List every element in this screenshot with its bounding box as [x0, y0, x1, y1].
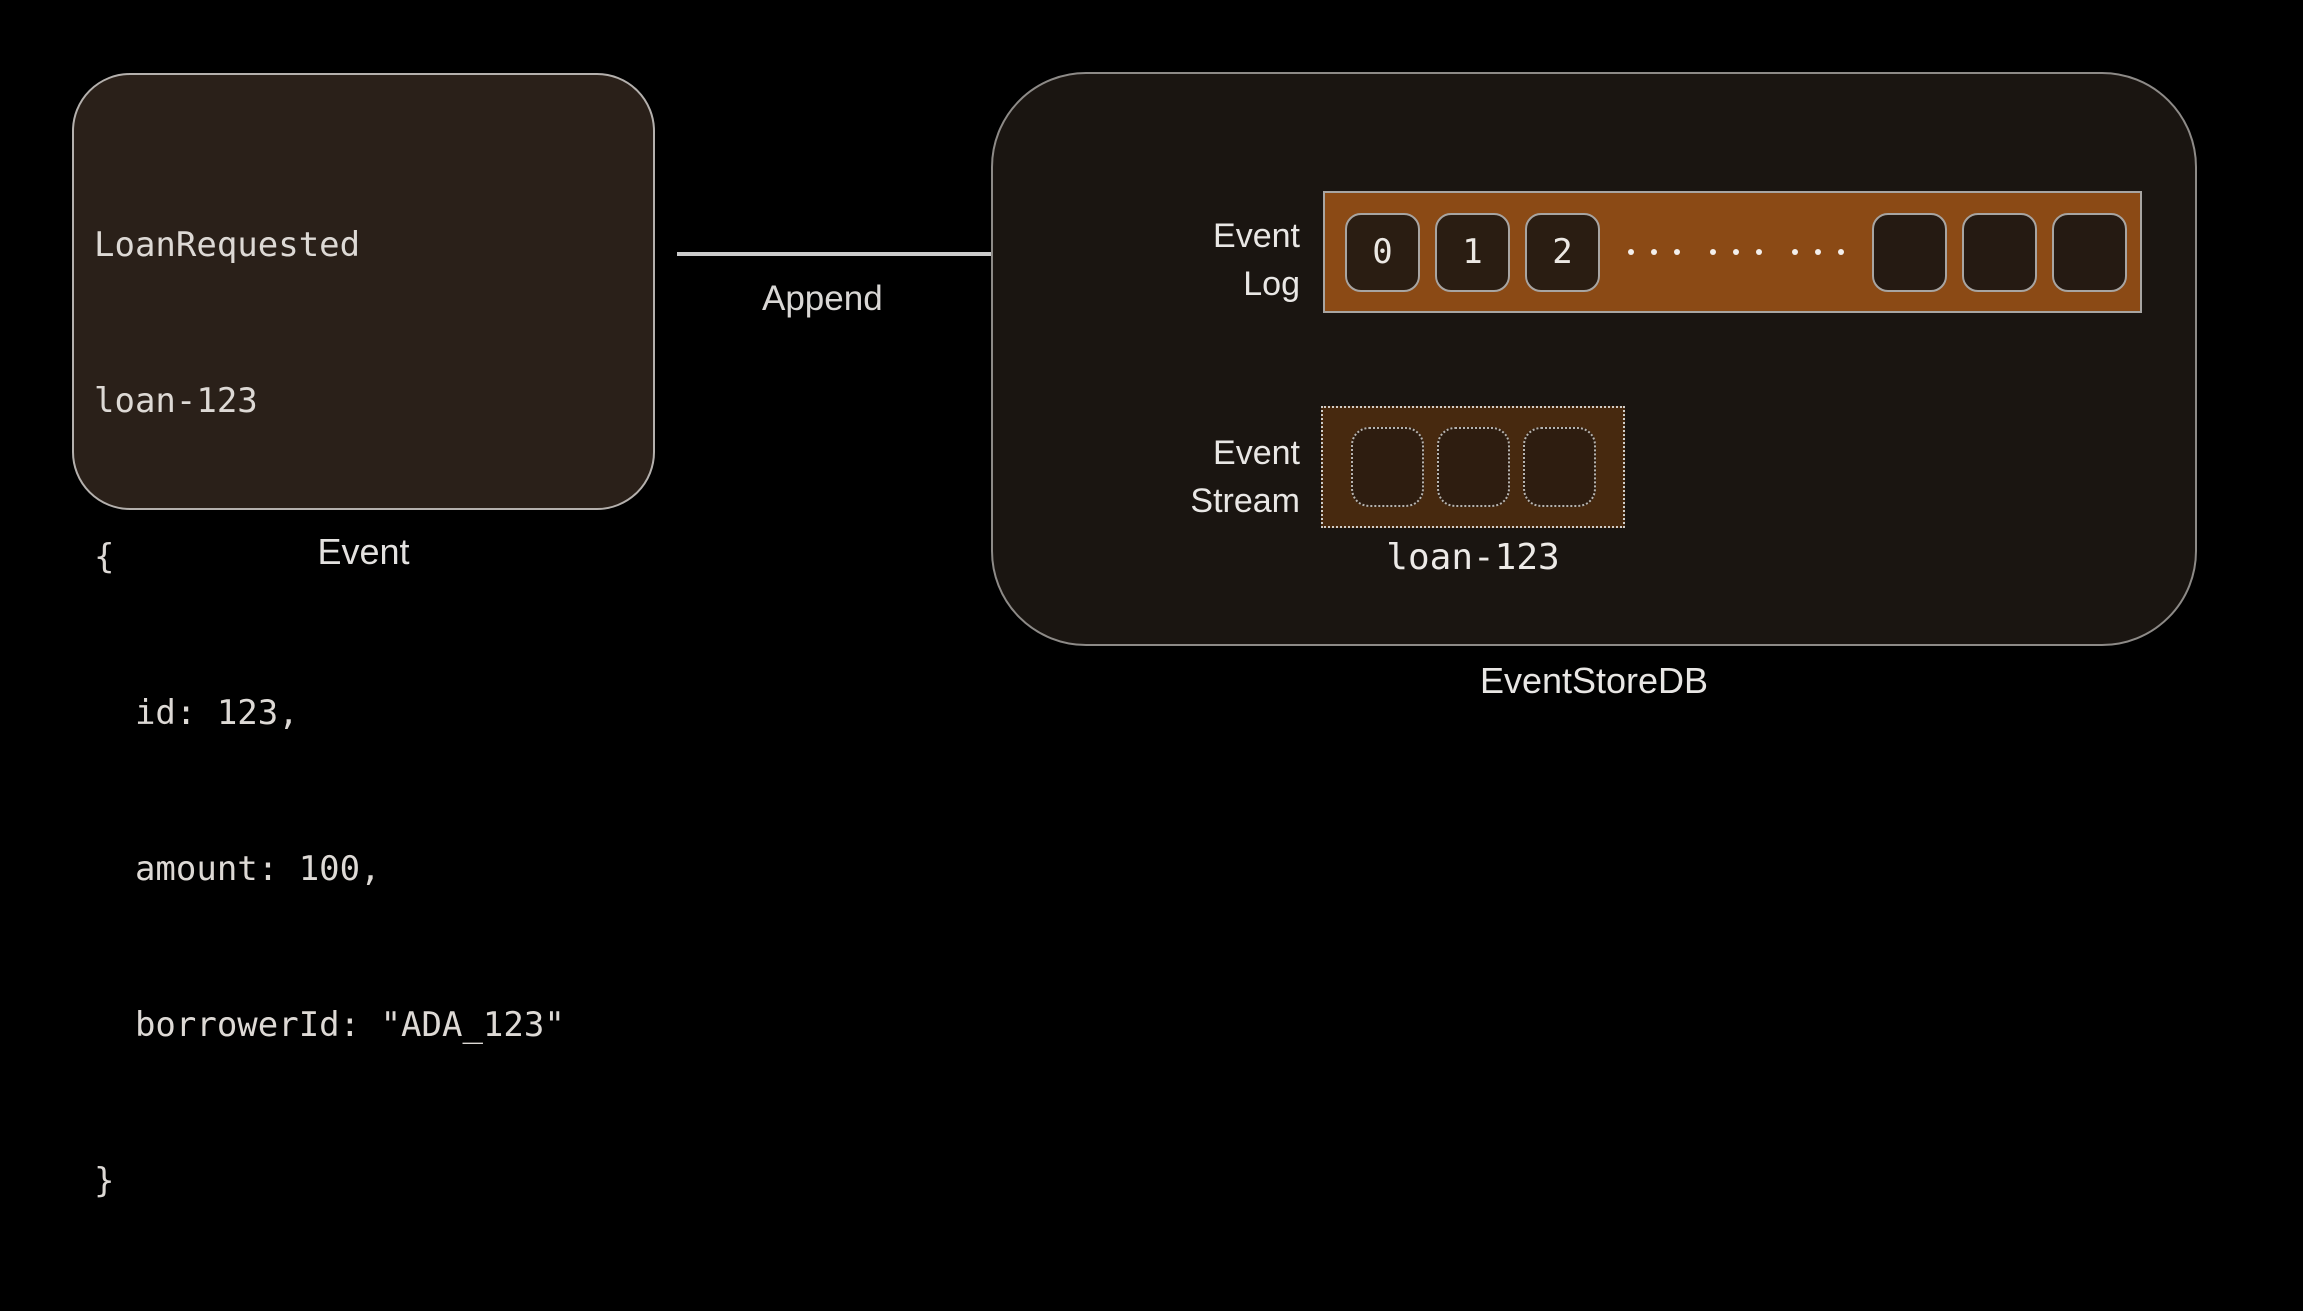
dot-group [1710, 249, 1762, 255]
event-card-caption: Event [317, 531, 410, 572]
event-log-cell-1: 1 [1435, 212, 1510, 292]
code-line: loan-123 [94, 381, 258, 421]
event-stream-label: Event Stream [1040, 429, 1300, 525]
event-log-bar: 0 1 2 [1323, 191, 2142, 313]
event-card: LoanRequested loan-123 { id: 123, amount… [72, 73, 655, 1201]
eventstoredb-container [991, 72, 2197, 646]
event-log-empty-cell [2052, 212, 2127, 292]
code-line: borrowerId: "ADA_123" [94, 1005, 565, 1045]
event-stream-empty-cell [1522, 427, 1596, 507]
code-line: LoanRequested [94, 225, 361, 265]
dot-group [1628, 249, 1680, 255]
code-line: amount: 100, [94, 849, 381, 889]
event-log-cell-0: 0 [1345, 212, 1420, 292]
dot-group [1792, 249, 1844, 255]
event-log-label-line2: Log [1243, 265, 1300, 303]
eventstoredb-caption: EventStoreDB [1479, 660, 1709, 701]
event-stream-label-line2: Stream [1190, 482, 1300, 520]
event-log-cell-2: 2 [1525, 212, 1600, 292]
ellipsis-dots [1628, 249, 1844, 255]
event-log-label: Event Log [1040, 212, 1300, 308]
event-stream-label-line1: Event [1213, 434, 1300, 472]
event-stream-empty-cell [1350, 427, 1424, 507]
event-code-block: LoanRequested loan-123 { id: 123, amount… [94, 115, 565, 1311]
code-line: } [94, 1161, 115, 1201]
code-line: id: 123, [94, 693, 299, 733]
event-stream-name: loan-123 [1386, 537, 1560, 578]
code-line: { [94, 537, 115, 577]
append-arrow-label: Append [762, 279, 883, 318]
diagram-canvas: { "diagram": { "event_card": { "code_lin… [72, 72, 2197, 1201]
event-log-empty-cell [1872, 212, 1947, 292]
event-log-label-line1: Event [1213, 217, 1300, 255]
event-stream-empty-cell [1436, 427, 1510, 507]
event-log-empty-cell [1962, 212, 2037, 292]
event-stream-box [1321, 406, 1625, 528]
